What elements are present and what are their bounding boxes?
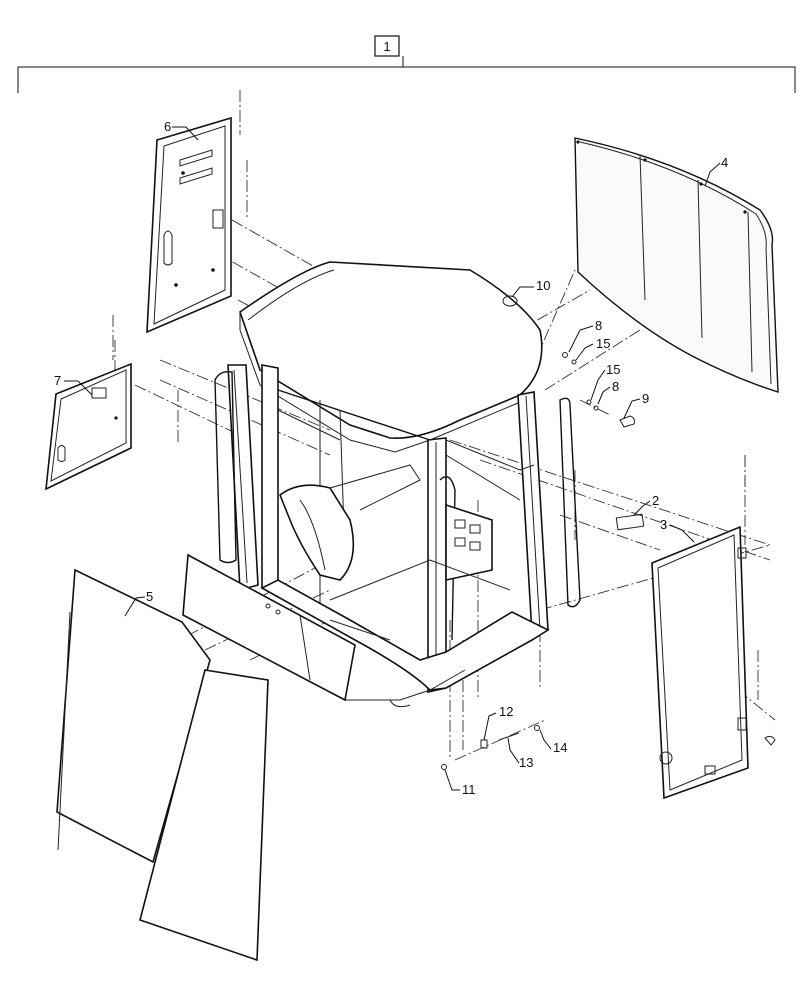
- part-6-upper-left-window: [146, 116, 232, 334]
- part-7-lower-left-window: [45, 362, 132, 491]
- callout-8-lower[interactable]: 8: [612, 379, 619, 394]
- assembly-bracket: 1: [17, 35, 796, 93]
- part-5-lower-panels: [56, 568, 269, 962]
- callout-11[interactable]: 11: [462, 782, 476, 797]
- callout-5[interactable]: 5: [146, 589, 153, 604]
- callout-13[interactable]: 13: [519, 755, 533, 770]
- callout-15-upper[interactable]: 15: [596, 336, 610, 351]
- callout-labels: 6 7 4 10 8 15 15 8 9 2 3 5 12 13 14 11: [54, 119, 728, 797]
- callout-1[interactable]: 1: [383, 39, 390, 54]
- callout-2[interactable]: 2: [652, 493, 659, 508]
- callout-3[interactable]: 3: [660, 517, 667, 532]
- part-4-windshield: [574, 137, 779, 393]
- callout-8-upper[interactable]: 8: [595, 318, 602, 333]
- callout-10[interactable]: 10: [536, 278, 550, 293]
- callout-12[interactable]: 12: [499, 704, 513, 719]
- hardware: [112, 90, 759, 770]
- leader-lines: [64, 126, 721, 791]
- callout-4[interactable]: 4: [721, 155, 728, 170]
- part-3-right-door: [651, 525, 776, 800]
- callout-14[interactable]: 14: [553, 740, 567, 755]
- callout-15-lower[interactable]: 15: [606, 362, 620, 377]
- callout-6[interactable]: 6: [164, 119, 171, 134]
- callout-7[interactable]: 7: [54, 373, 61, 388]
- callout-9[interactable]: 9: [642, 391, 649, 406]
- cab-frame: [182, 261, 581, 708]
